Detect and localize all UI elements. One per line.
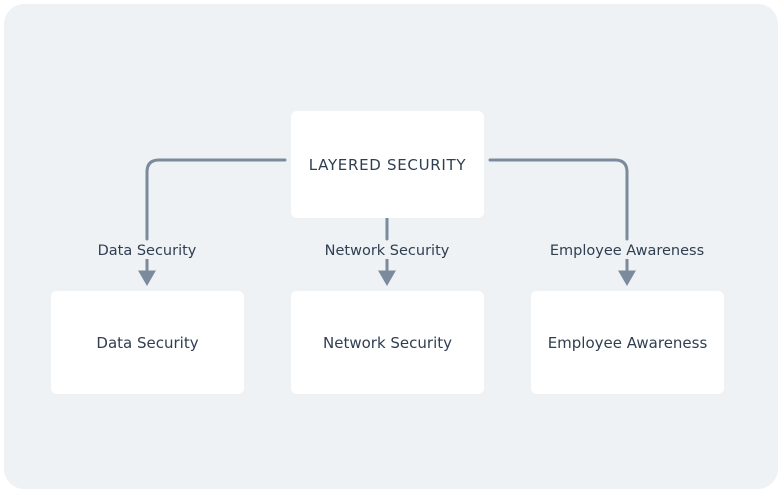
edge-label-employee-awareness: Employee Awareness <box>549 243 705 259</box>
connector-root-to-data-security <box>145 158 287 241</box>
node-label: Employee Awareness <box>547 333 708 352</box>
node-employee-awareness[interactable]: Employee Awareness <box>531 291 724 394</box>
edge-label-network-security: Network Security <box>324 243 450 259</box>
node-label: Network Security <box>323 333 452 352</box>
connector-root-to-employee-awareness <box>488 158 629 241</box>
diagram-canvas <box>4 4 778 489</box>
node-network-security[interactable]: Network Security <box>291 291 484 394</box>
node-label: LAYERED SECURITY <box>308 155 467 174</box>
node-layered-security[interactable]: LAYERED SECURITY <box>291 111 484 218</box>
node-data-security[interactable]: Data Security <box>51 291 244 394</box>
node-label: Data Security <box>96 333 199 352</box>
edge-label-data-security: Data Security <box>97 243 197 259</box>
